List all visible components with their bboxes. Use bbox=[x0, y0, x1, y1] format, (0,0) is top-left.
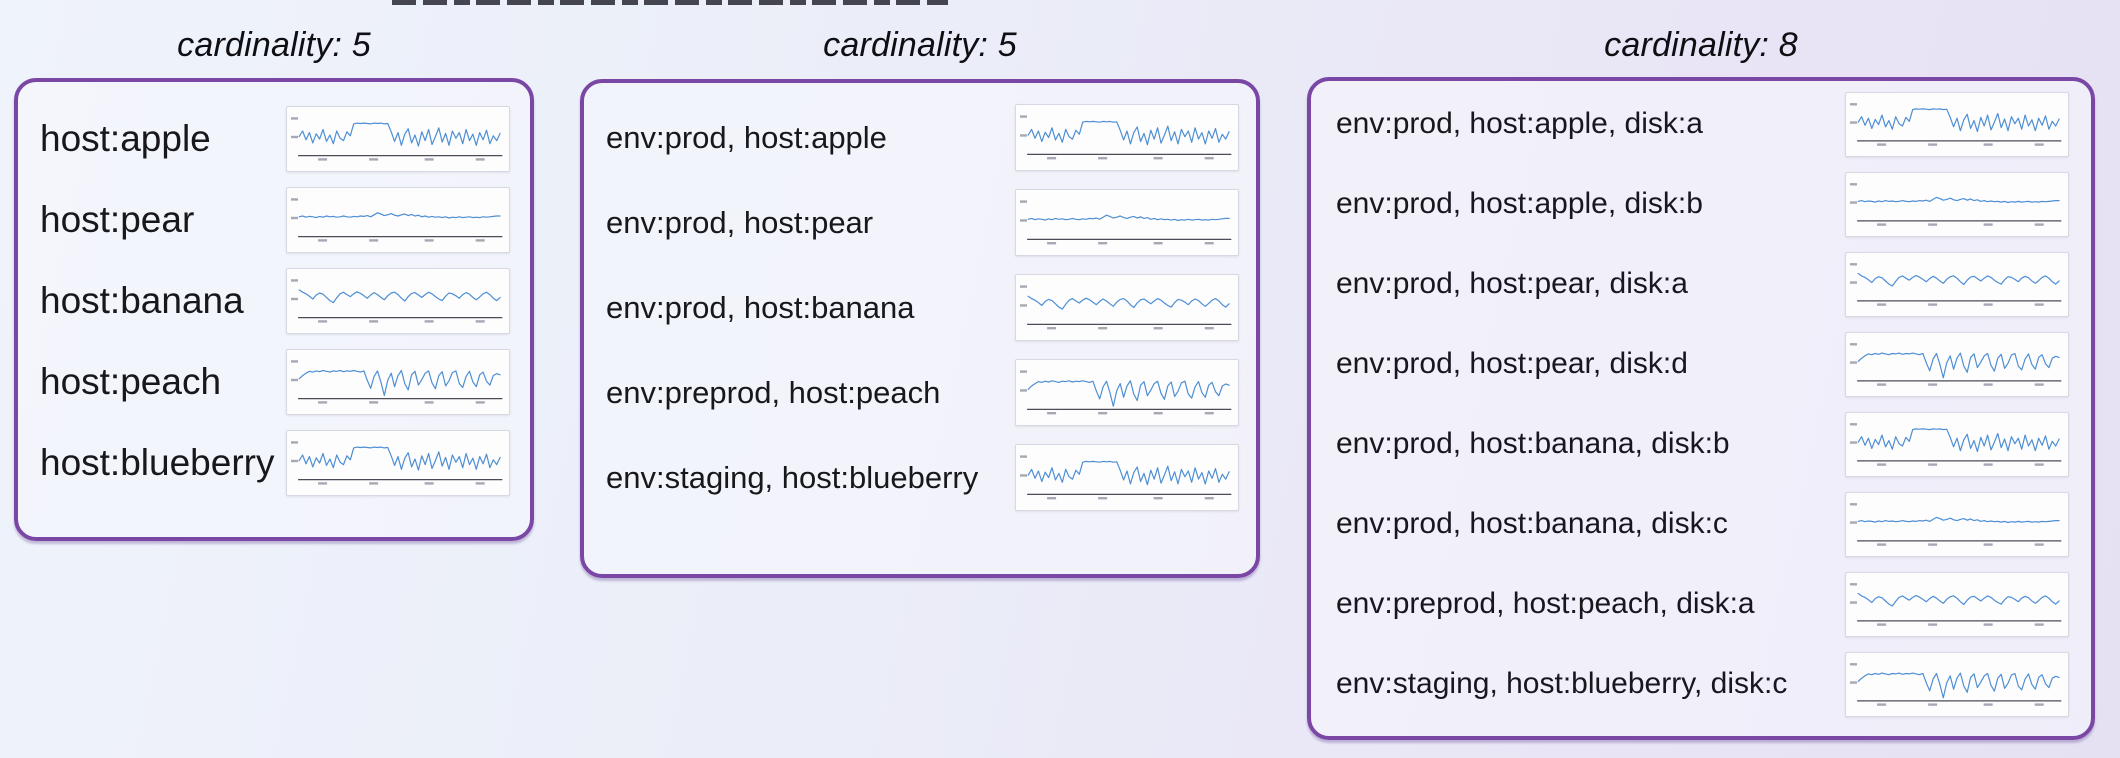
tag-group-box-2: env:prod, host:apple env:prod, host:pear e… bbox=[580, 79, 1260, 578]
tag-label: host:pear bbox=[40, 198, 195, 240]
tag-label: host:apple bbox=[40, 117, 211, 159]
tag-label: host:blueberry bbox=[40, 441, 275, 483]
timeseries-sparkline bbox=[1845, 411, 2069, 477]
timeseries-sparkline bbox=[1845, 651, 2069, 717]
tag-row: env:prod, host:apple, disk:a bbox=[1336, 84, 2069, 164]
tag-label: env:prod, host:pear bbox=[606, 204, 874, 240]
tag-label: host:banana bbox=[40, 279, 244, 321]
tag-row: env:prod, host:pear, disk:a bbox=[1336, 244, 2069, 324]
cardinality-title-1: cardinality: 5 bbox=[177, 26, 371, 64]
tag-label: env:staging, host:blueberry, disk:c bbox=[1336, 667, 1788, 700]
tag-group-box-1: host:apple host:pear host:banana host:peach… bbox=[14, 78, 534, 541]
tag-row: host:apple bbox=[40, 98, 510, 179]
timeseries-sparkline bbox=[286, 105, 510, 172]
tag-row: env:prod, host:banana, disk:b bbox=[1336, 404, 2069, 484]
tag-row: host:peach bbox=[40, 341, 510, 422]
tag-group-box-3: env:prod, host:apple, disk:a env:prod, ho… bbox=[1307, 77, 2095, 740]
tag-label: env:prod, host:banana, disk:c bbox=[1336, 507, 1728, 540]
tag-label: host:peach bbox=[40, 360, 222, 402]
timeseries-sparkline bbox=[1845, 251, 2069, 317]
timeseries-sparkline bbox=[1845, 171, 2069, 237]
tag-row: host:blueberry bbox=[40, 422, 510, 503]
tag-label: env:prod, host:apple bbox=[606, 119, 887, 155]
tag-row: env:prod, host:apple bbox=[606, 95, 1239, 180]
tag-row: env:prod, host:apple, disk:b bbox=[1336, 164, 2069, 244]
tag-row: env:staging, host:blueberry, disk:c bbox=[1336, 644, 2069, 724]
timeseries-sparkline bbox=[286, 429, 510, 496]
timeseries-sparkline bbox=[1015, 274, 1239, 341]
tag-row: env:prod, host:pear bbox=[606, 180, 1239, 265]
tag-label: env:prod, host:banana, disk:b bbox=[1336, 427, 1730, 460]
timeseries-sparkline bbox=[1015, 444, 1239, 511]
timeseries-sparkline bbox=[1845, 571, 2069, 637]
cardinality-title-3: cardinality: 8 bbox=[1604, 26, 1798, 64]
tag-label: env:prod, host:pear, disk:a bbox=[1336, 267, 1688, 300]
timeseries-sparkline bbox=[1015, 359, 1239, 426]
tag-row: host:banana bbox=[40, 260, 510, 341]
tag-label: env:prod, host:pear, disk:d bbox=[1336, 347, 1688, 380]
timeseries-sparkline bbox=[1845, 91, 2069, 157]
cropped-text-remnant bbox=[392, 0, 948, 5]
timeseries-sparkline bbox=[286, 186, 510, 253]
tag-row: host:pear bbox=[40, 179, 510, 260]
timeseries-sparkline bbox=[286, 267, 510, 334]
tag-row: env:preprod, host:peach, disk:a bbox=[1336, 564, 2069, 644]
tag-row: env:staging, host:blueberry bbox=[606, 435, 1239, 520]
timeseries-sparkline bbox=[1015, 104, 1239, 171]
timeseries-sparkline bbox=[286, 348, 510, 415]
timeseries-sparkline bbox=[1845, 491, 2069, 557]
tag-label: env:staging, host:blueberry bbox=[606, 459, 979, 495]
tag-row: env:preprod, host:peach bbox=[606, 350, 1239, 435]
tag-label: env:preprod, host:peach, disk:a bbox=[1336, 587, 1755, 620]
timeseries-sparkline bbox=[1015, 189, 1239, 256]
tag-row: env:prod, host:pear, disk:d bbox=[1336, 324, 2069, 404]
tag-row: env:prod, host:banana, disk:c bbox=[1336, 484, 2069, 564]
timeseries-sparkline bbox=[1845, 331, 2069, 397]
tag-label: env:prod, host:apple, disk:a bbox=[1336, 107, 1703, 140]
cardinality-title-2: cardinality: 5 bbox=[823, 26, 1017, 64]
tag-label: env:preprod, host:peach bbox=[606, 374, 941, 410]
tag-label: env:prod, host:apple, disk:b bbox=[1336, 187, 1703, 220]
tag-row: env:prod, host:banana bbox=[606, 265, 1239, 350]
tag-label: env:prod, host:banana bbox=[606, 289, 915, 325]
